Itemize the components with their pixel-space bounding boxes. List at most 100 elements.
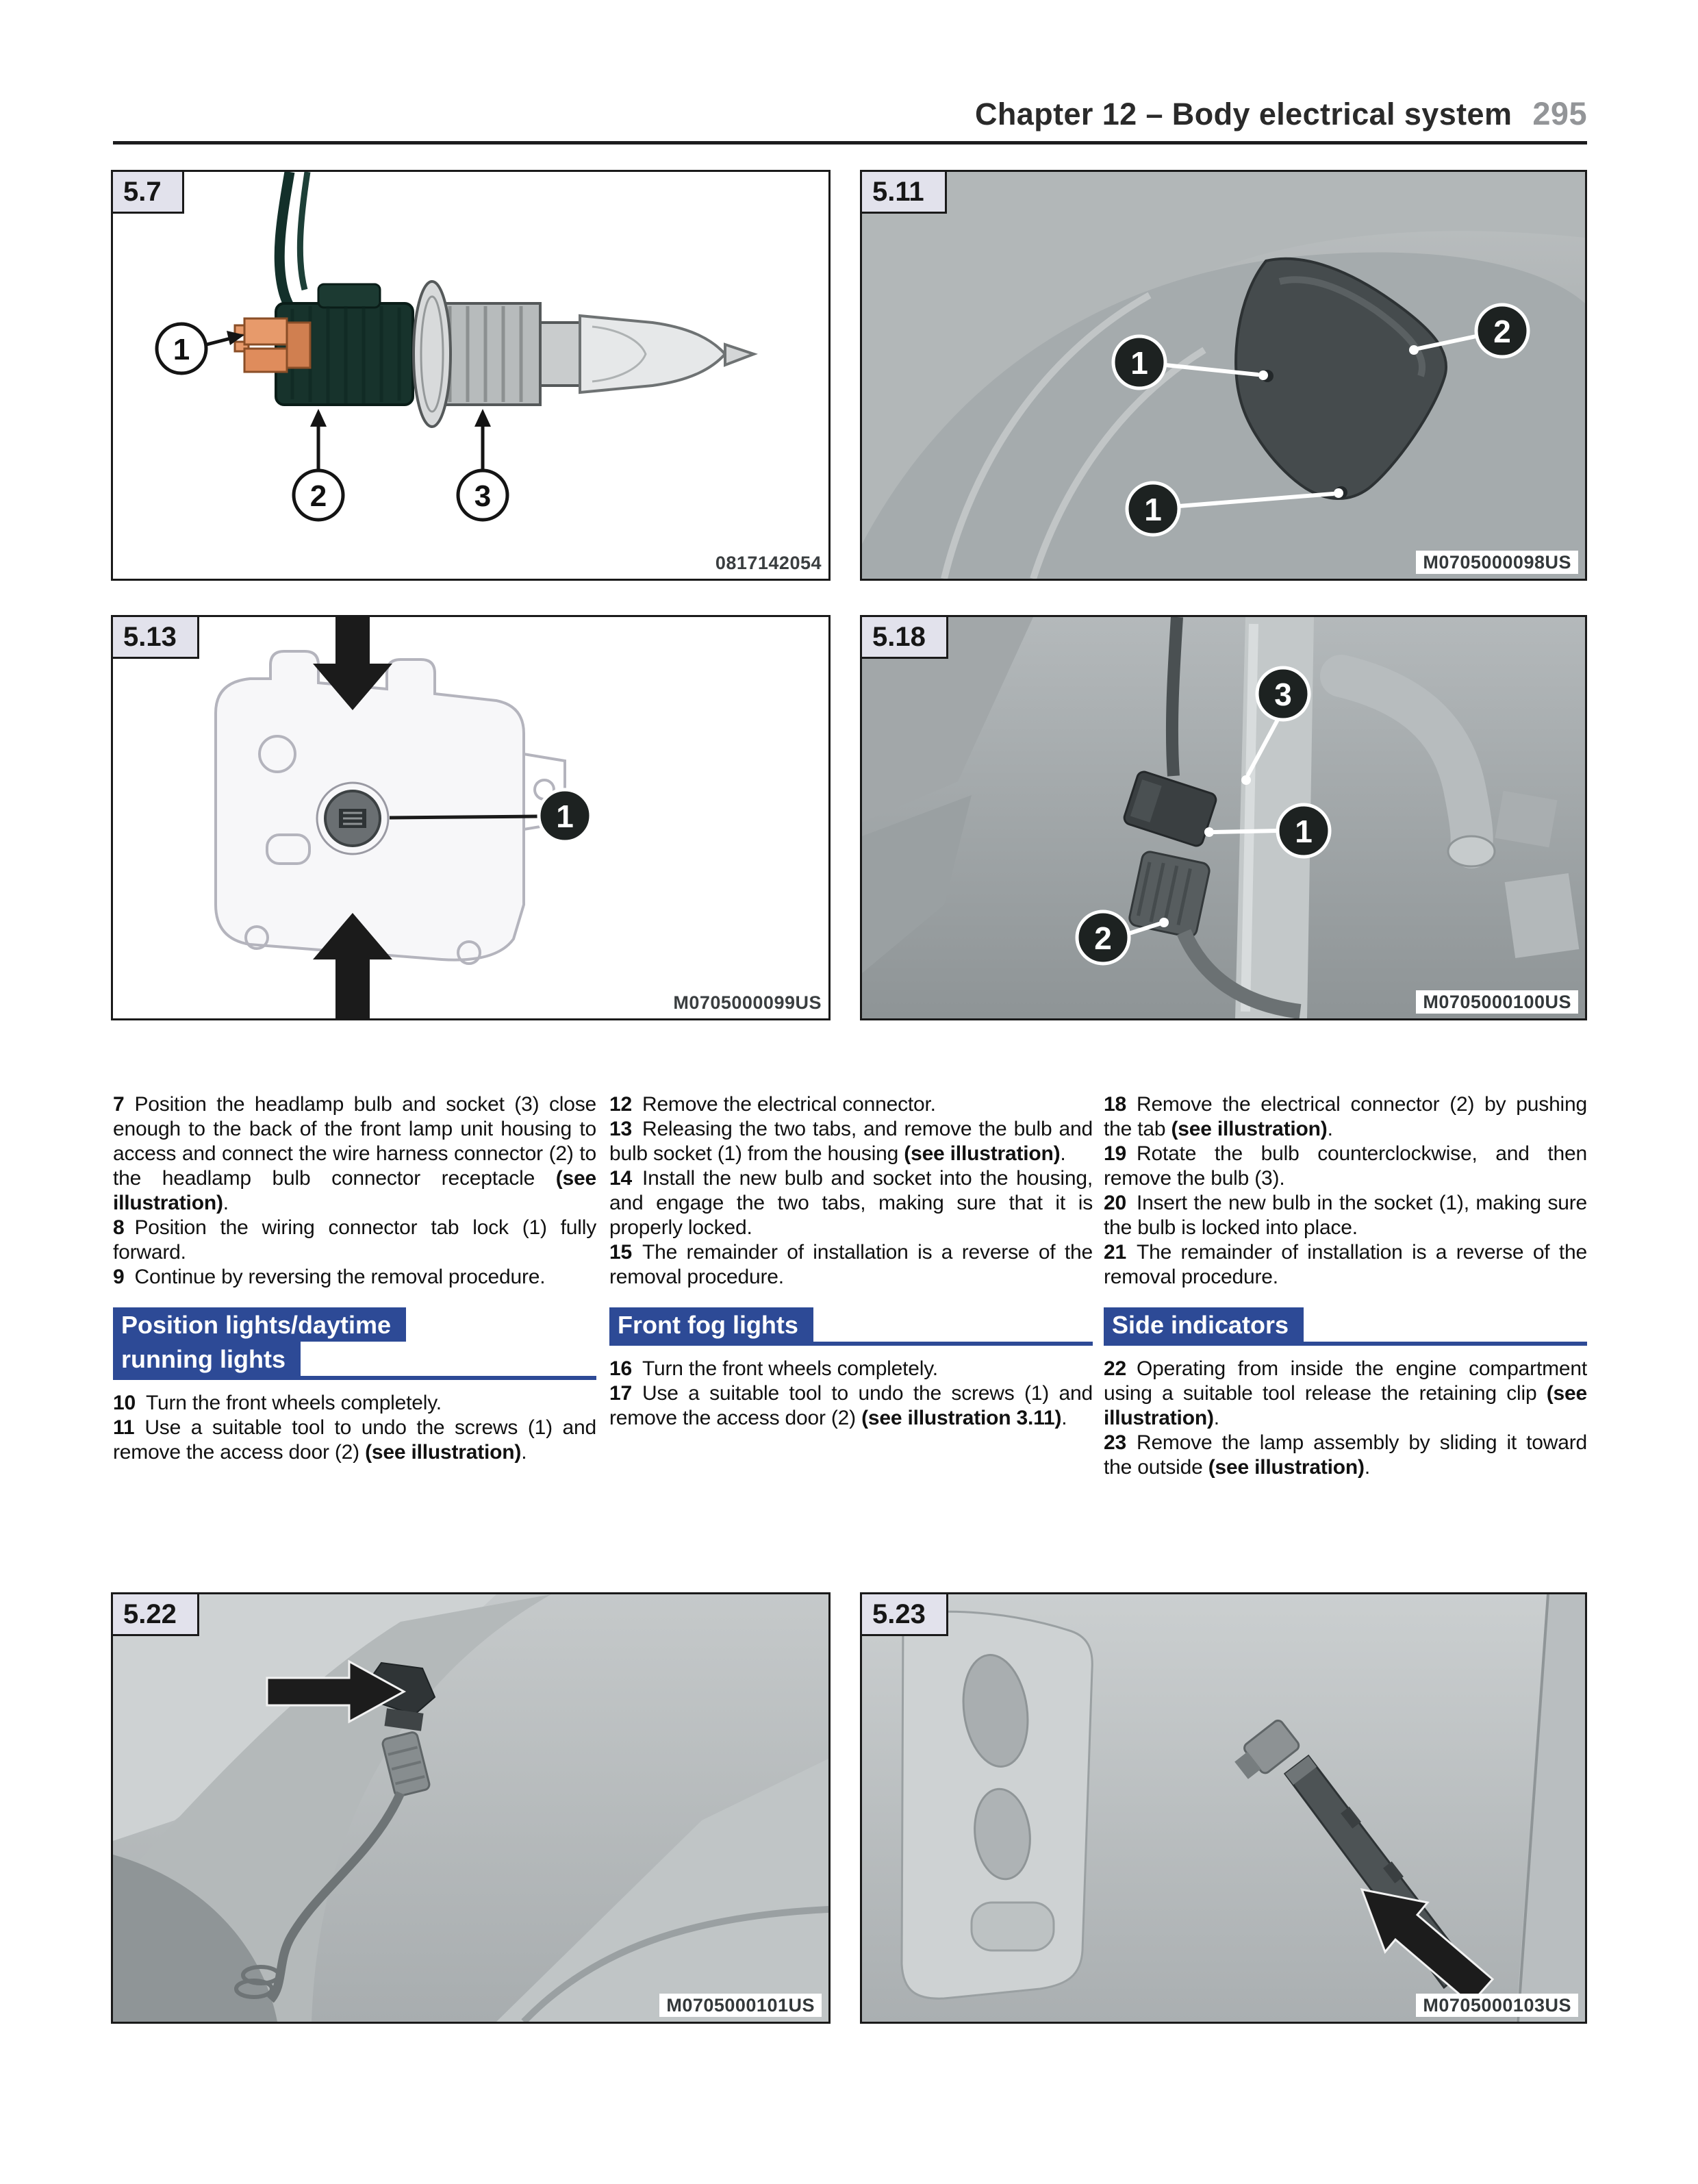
access-door [1234,257,1448,501]
door-recess [970,1901,1055,1952]
figure-5-11-illustration: 2 1 1 [862,172,1585,579]
callout-2: 2 [292,409,345,522]
bulb-base [412,280,581,428]
pillar-line [1517,1594,1549,2022]
figure-5-23: 5.23 M0705000103US [860,1592,1587,2024]
callout-2: 2 [1409,303,1530,359]
svg-text:3: 3 [1274,677,1292,712]
callout-3: 3 [1241,666,1311,785]
section-heading-position-lights: Position lights/daytime running lights [113,1307,596,1381]
chapter-title: Chapter 12 – Body electrical system [975,97,1512,131]
connector-wire-top [1165,617,1183,777]
bulb-glass [579,314,758,394]
right-component-2 [1504,873,1580,958]
release-arrow-right [266,1659,407,1724]
pillar-trim [1516,1594,1585,2022]
fender-panel [496,1759,828,2022]
access-door-highlight [1278,276,1426,377]
figure-image-id: M0705000099US [673,992,822,1013]
bulb-socket [1234,1719,1300,1779]
door-cutout-upper [962,1654,1029,1768]
door-cutout-lower [974,1787,1031,1881]
figure-5-13-illustration: 1 [113,617,828,1018]
hose [1320,655,1493,868]
figure-label: 5.22 [111,1592,199,1636]
svg-text:2: 2 [1094,920,1112,956]
bulb-socket-lower [1128,851,1211,938]
figure-label: 5.23 [860,1592,948,1636]
figure-5-18: 3 2 1 5.18 M0705000100US [860,615,1587,1020]
callout-1-upper: 1 [1111,334,1268,390]
wiring-connector [233,317,312,373]
slide-arrow-up-left [1360,1888,1495,2006]
fender-line [521,1906,828,2022]
svg-text:1: 1 [1144,492,1162,527]
press-arrow-up [313,913,392,1018]
figure-5-7-illustration: 1 2 3 [113,172,828,579]
engine-bay-panel-1 [862,617,1033,823]
electrical-connector-upper [1123,770,1217,847]
page-number: 295 [1532,95,1587,131]
section-heading-side-indicators: Side indicators [1104,1307,1587,1346]
figure-image-id: M0705000101US [659,1993,822,2017]
connector-wire-bottom [1176,929,1302,1018]
page-header: Chapter 12 – Body electrical system 295 [113,95,1587,132]
svg-text:1: 1 [556,799,574,834]
svg-text:1: 1 [1130,345,1148,381]
figure-5-11: 2 1 1 5.11 M0705000098US [860,170,1587,581]
wheel-arch-band [113,1594,551,2022]
right-component-1 [1495,790,1558,848]
clip-bracket [384,1708,424,1731]
callout-1: 1 [1204,803,1332,859]
bulb-holder [381,1731,431,1797]
pipe-highlight [1241,623,1258,1012]
svg-text:1: 1 [173,333,190,366]
figure-image-id: M0705000100US [1416,990,1578,1014]
figure-image-id: M0705000098US [1416,550,1578,574]
svg-text:1: 1 [1295,814,1313,849]
figure-5-18-illustration: 3 2 1 [862,617,1585,1018]
svg-text:3: 3 [474,479,491,513]
figure-image-id: 0817142054 [715,552,822,573]
callout-3: 3 [456,409,509,522]
hose-end [1447,835,1496,868]
press-arrow-down [313,617,392,710]
figure-5-22: 5.22 M0705000101US [111,1592,831,2024]
callout-2: 2 [1075,909,1169,966]
figure-label: 5.11 [860,170,947,214]
figure-5-23-illustration [862,1594,1585,2022]
section-heading-front-fog-lights: Front fog lights [609,1307,1093,1346]
wheel-liner-upper [862,172,1585,579]
figure-5-13: 1 5.13 M0705000099US [111,615,831,1020]
wiring-coil [241,1965,281,1985]
engine-bay-panel-2 [862,795,972,973]
liner-ribs [941,292,1206,579]
callout-1-lower: 1 [1125,481,1343,537]
wiring-coil-2 [234,1979,274,1999]
figure-image-id: M0705000103US [1416,1993,1578,2017]
callout-1: 1 [389,788,593,844]
figure-label: 5.7 [111,170,184,214]
figure-5-22-illustration [113,1594,828,2022]
arch-shadow [113,1855,277,2022]
svg-text:2: 2 [1493,314,1511,349]
figure-5-7: 1 2 3 5.7 0817142054 [111,170,831,581]
